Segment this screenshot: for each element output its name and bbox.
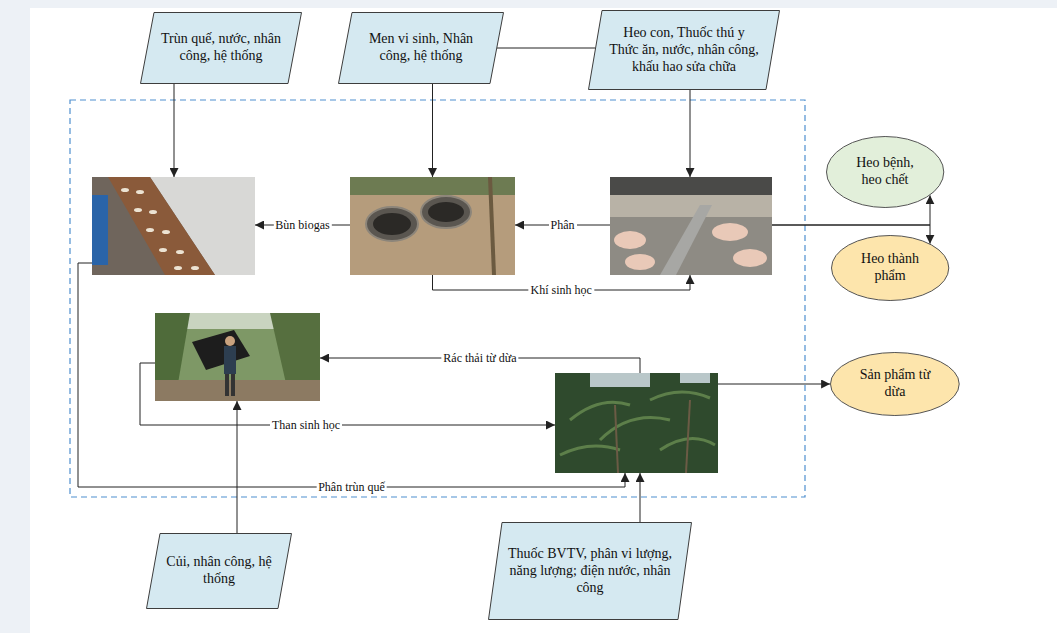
output-ellipse: Heo bệnh, heo chết [826,136,944,208]
node-text: Sản phẩm từ dừa [851,367,939,401]
ellipse-shape [831,353,960,416]
node-text: Heo con, Thuốc thú y Thức ăn, nước, nhân… [607,25,761,75]
system-boundary [70,100,805,497]
photo-frame [610,177,772,275]
flow-arrow [140,363,555,425]
coconut-garden-photo [555,373,718,473]
parallelogram-shape [147,534,292,609]
input-parallelogram: Trùn quế, nước, nhân công, hệ thống [140,12,302,84]
node-text: Heo thành phẩm [850,251,930,285]
page-panel [30,8,1057,633]
biochar-kiln-photo [155,313,320,401]
photo-frame [155,313,320,401]
input-parallelogram: Heo con, Thuốc thú y Thức ăn, nước, nhân… [588,10,780,90]
node-text: Thuốc BVTV, phân vi lượng, năng lượng; đ… [507,546,673,596]
node-text: Củi, nhân công, hệ thống [165,554,273,588]
vermicompost-photo [92,177,255,275]
node-text: Heo bệnh, heo chết [845,155,925,189]
flow-arrow [78,263,625,487]
flow-arrow [497,48,595,49]
photo-frame [555,373,718,473]
pig-pen-photo [610,177,772,275]
node-label: Sản phẩm từ dừa [851,367,939,401]
edge-label: Rác thải từ dừa [441,351,518,365]
flow-arrow [237,401,238,533]
ellipse-shape [826,137,943,208]
edge-label: Bùn biogas [273,218,331,232]
ellipse-shape [831,236,948,301]
output-ellipse: Heo thành phẩm [831,235,949,301]
node-label: Heo con, Thuốc thú y Thức ăn, nước, nhân… [607,25,761,75]
flow-arrow [640,473,641,522]
node-label: Củi, nhân công, hệ thống [165,554,273,588]
node-text: Men vi sinh, Nhân công, hệ thống [357,31,485,65]
parallelogram-shape [339,13,504,84]
flow-arrow [432,84,433,177]
flow-arrow [718,384,830,385]
flow-arrow [690,90,691,177]
node-label: Heo thành phẩm [850,251,930,285]
node-text: Trùn quế, nước, nhân công, hệ thống [159,31,283,65]
parallelogram-shape [589,11,780,90]
node-label: Men vi sinh, Nhân công, hệ thống [357,31,485,65]
edge-label: Khí sinh học [529,283,594,297]
input-parallelogram: Củi, nhân công, hệ thống [146,533,292,609]
node-label: Thuốc BVTV, phân vi lượng, năng lượng; đ… [507,546,673,596]
flow-arrow [174,84,175,177]
parallelogram-shape [141,13,302,84]
node-label: Heo bệnh, heo chết [845,155,925,189]
edge-label: Than sinh học [270,418,342,432]
photo-frame [350,177,515,275]
edge-label: Phân [549,218,577,232]
biogas-photo [350,177,515,275]
photo-frame [92,177,255,275]
output-ellipse: Sản phẩm từ dừa [830,352,960,416]
input-parallelogram: Men vi sinh, Nhân công, hệ thống [338,12,504,84]
input-parallelogram: Thuốc BVTV, phân vi lượng, năng lượng; đ… [488,522,692,620]
node-label: Trùn quế, nước, nhân công, hệ thống [159,31,283,65]
parallelogram-shape [489,523,692,620]
edge-label: Phân trùn quế [316,480,387,494]
